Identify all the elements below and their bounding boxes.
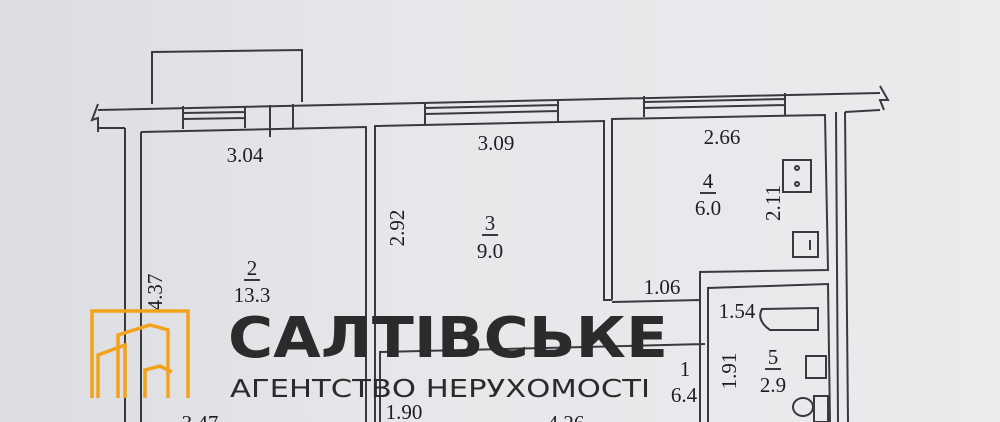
- room-area: 13.3: [234, 283, 271, 307]
- left-wall: [124, 128, 142, 422]
- room-3-label: 3 9.0: [477, 211, 503, 263]
- room-area: 9.0: [477, 239, 503, 263]
- window-room-4: [643, 93, 786, 117]
- stove-icon: [782, 159, 812, 193]
- dim-room4-length: 2.11: [761, 185, 785, 221]
- room-number: 5: [768, 345, 779, 369]
- room-4-walls: [611, 113, 830, 300]
- bathtub-icon: [759, 306, 819, 331]
- room-number: 2: [247, 256, 258, 280]
- dim-kitchen-passage: 1.06: [644, 275, 681, 299]
- room-area: 6.4: [671, 383, 698, 407]
- washbasin-icon: [805, 355, 827, 379]
- room-area: 2.9: [760, 373, 786, 397]
- room-area: 6.0: [695, 196, 721, 220]
- room-3-walls: [374, 119, 612, 422]
- dim-hall-width: 1.90: [386, 400, 423, 422]
- agency-tagline: АГЕНТСТВО НЕРУХОМОСТІ: [230, 374, 650, 403]
- agency-logo-icon: [90, 309, 190, 398]
- sink-icon: [792, 231, 819, 258]
- room-number: 3: [485, 211, 496, 235]
- dim-room3-length: 2.92: [385, 210, 409, 247]
- room-2-walls: [140, 125, 367, 422]
- balcony: [151, 48, 303, 104]
- dim-bath-width: 1.54: [719, 299, 756, 323]
- room-1-label: 1 6.4: [671, 357, 698, 407]
- dim-room2-length: 4.37: [143, 274, 167, 311]
- room-4-label: 4 6.0: [695, 169, 721, 220]
- dim-bath-length: 1.91: [717, 353, 741, 390]
- exterior-wall: [90, 85, 890, 132]
- room-5-label: 5 2.9: [760, 345, 786, 397]
- room-2-label: 2 13.3: [234, 256, 271, 307]
- dim-bottom-left: 3.47: [182, 411, 219, 422]
- room-number: 4: [703, 169, 714, 193]
- dim-room4-width: 2.66: [704, 125, 741, 149]
- right-wall: [835, 111, 849, 422]
- room-number: 1: [680, 357, 691, 381]
- dim-hall-length: 4.26: [548, 411, 585, 422]
- dim-room2-width: 3.04: [227, 143, 264, 167]
- room-5-walls: [707, 282, 831, 422]
- agency-brand-name: САЛТІВСЬКЕ: [228, 306, 668, 371]
- window-room-2: [182, 104, 294, 137]
- dim-room3-width: 3.09: [478, 131, 515, 155]
- window-room-3: [424, 99, 559, 124]
- toilet-icon: [792, 395, 829, 422]
